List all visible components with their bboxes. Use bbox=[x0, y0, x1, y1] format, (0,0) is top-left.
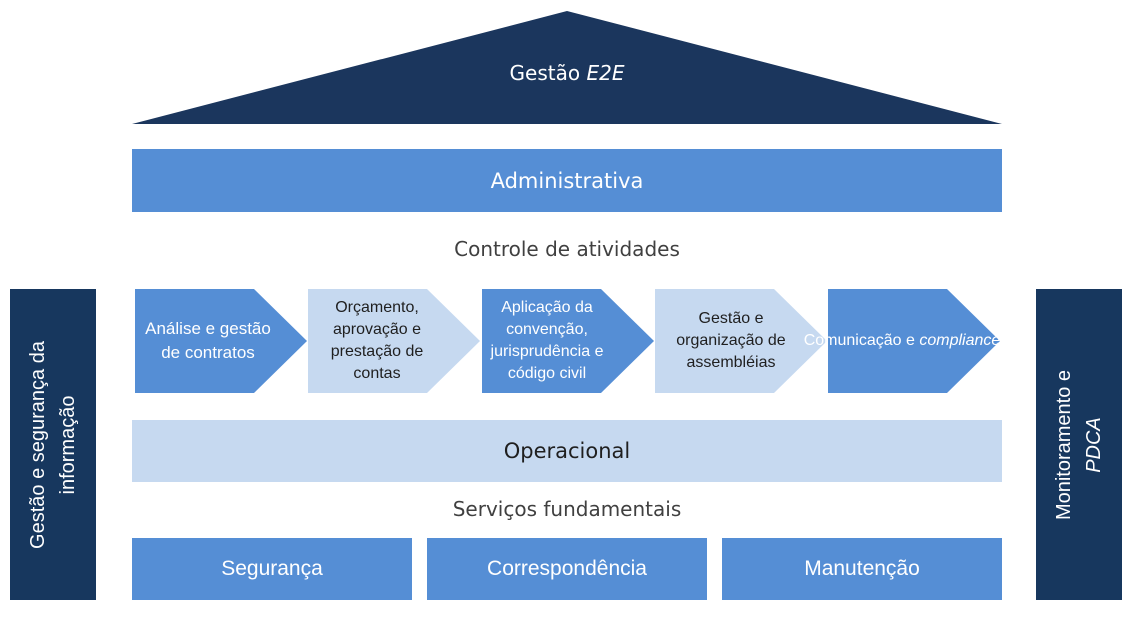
roof-title-emphasis: E2E bbox=[586, 61, 625, 85]
right-pillar-line2: PDCA bbox=[1083, 416, 1105, 473]
process-step-2: Orçamento, aprovação e prestação de cont… bbox=[308, 289, 480, 393]
roof-title-text: Gestão bbox=[509, 61, 587, 85]
operational-band: Operacional bbox=[132, 420, 1002, 482]
process-step-5: Comunicação e compliance bbox=[804, 289, 1001, 393]
fundamental-caption: Serviços fundamentais bbox=[452, 497, 682, 521]
process-step-5-text: Comunicação e bbox=[803, 332, 920, 349]
roof-triangle bbox=[0, 0, 1137, 130]
right-pillar-label: Monitoramento e PDCA bbox=[1049, 295, 1109, 595]
service-correspondence: Correspondência bbox=[427, 538, 707, 600]
process-step-5-emphasis: compliance bbox=[919, 332, 1001, 349]
left-pillar: Gestão e segurança da informação bbox=[10, 289, 96, 600]
process-step-3-label: Aplicação da convenção, jurisprudência e… bbox=[490, 299, 604, 382]
process-step-1-label: Análise e gestão de contratos bbox=[145, 319, 271, 362]
service-maintenance: Manutenção bbox=[722, 538, 1002, 600]
administrative-band: Administrativa bbox=[132, 149, 1002, 212]
process-step-4: Gestão e organização de assembléias bbox=[655, 289, 827, 393]
control-caption: Controle de atividades bbox=[454, 237, 680, 261]
process-step-4-label: Gestão e organização de assembléias bbox=[676, 310, 786, 371]
roof-title: Gestão E2E bbox=[432, 50, 702, 96]
left-pillar-label: Gestão e segurança da informação bbox=[27, 340, 79, 549]
process-step-5-label: Comunicação e compliance bbox=[804, 289, 1001, 393]
process-step-3: Aplicação da convenção, jurisprudência e… bbox=[482, 289, 654, 393]
process-step-2-label: Orçamento, aprovação e prestação de cont… bbox=[330, 299, 424, 382]
process-step-1: Análise e gestão de contratos bbox=[135, 289, 307, 393]
right-pillar-line1: Monitoramento e bbox=[1053, 369, 1075, 520]
service-security: Segurança bbox=[132, 538, 412, 600]
right-pillar: Monitoramento e PDCA bbox=[1036, 289, 1122, 600]
